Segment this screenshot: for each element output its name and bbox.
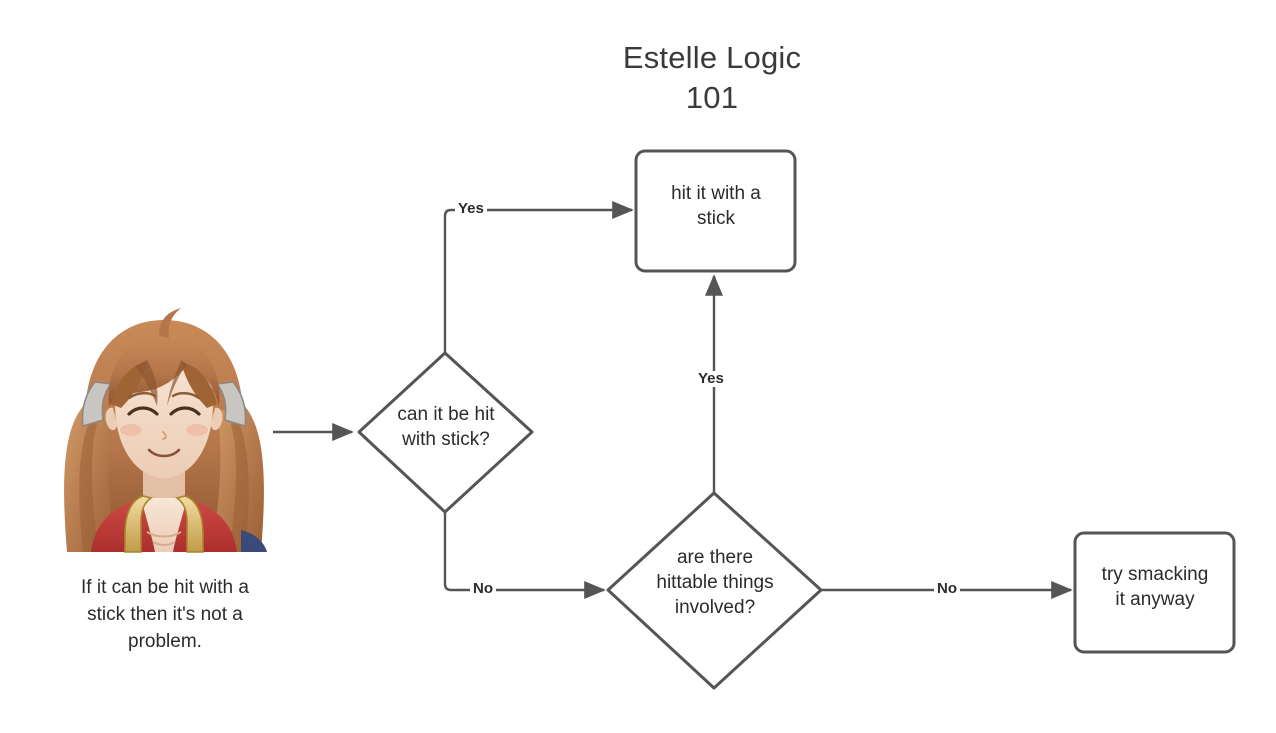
portrait-caption: If it can be hit with a stick then it's … bbox=[81, 577, 249, 652]
edge-label-no-right: No bbox=[934, 581, 960, 597]
character-portrait-art bbox=[64, 308, 267, 553]
edge-no-left bbox=[443, 512, 606, 599]
node-can-it-be-hit[interactable] bbox=[357, 351, 534, 514]
node-hittable-things[interactable] bbox=[606, 491, 823, 690]
edge-yes-top bbox=[443, 201, 634, 353]
edge-label-no-left: No bbox=[470, 581, 496, 597]
node-try-smacking[interactable] bbox=[1073, 531, 1236, 654]
node-hit-with-stick[interactable] bbox=[634, 149, 797, 273]
edge-label-yes-mid: Yes bbox=[695, 371, 727, 387]
edge-label-yes-top: Yes bbox=[455, 201, 487, 217]
page-title: Estelle Logic 101 bbox=[622, 40, 802, 115]
character-portrait bbox=[55, 308, 273, 553]
